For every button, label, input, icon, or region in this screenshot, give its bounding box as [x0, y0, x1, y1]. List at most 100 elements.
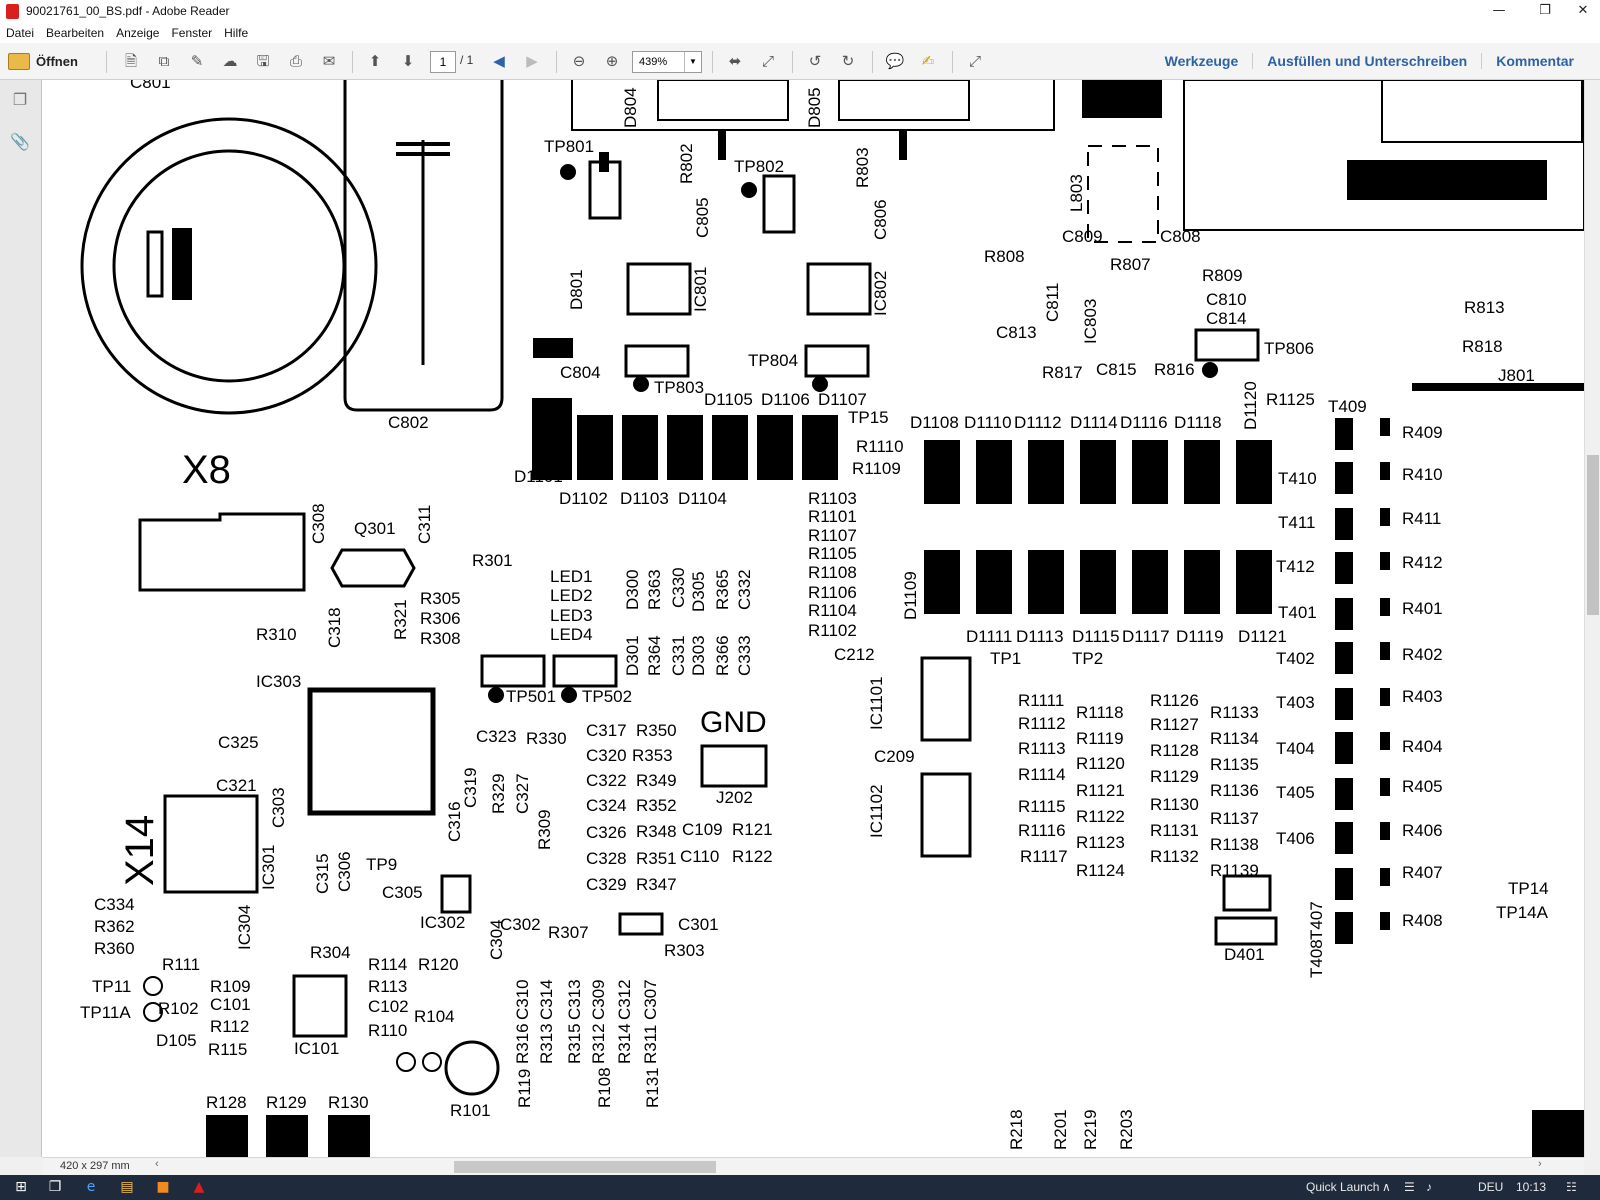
edit-icon[interactable]: ✎: [190, 52, 204, 70]
highlight-icon[interactable]: ✍: [921, 52, 935, 70]
zoom-value: 439%: [639, 56, 668, 68]
vertical-scrollbar[interactable]: [1584, 80, 1600, 1157]
schematic-label-vertical: C805: [693, 197, 712, 238]
attachment-icon[interactable]: 📎: [10, 132, 30, 151]
back-icon[interactable]: ◀: [493, 52, 505, 70]
prev-page-icon[interactable]: ⬆: [368, 52, 382, 70]
schematic-label: R1135: [1210, 755, 1259, 774]
quick-launch-label[interactable]: Quick Launch: [1306, 1180, 1380, 1194]
notifications-icon[interactable]: ☷: [1566, 1180, 1577, 1194]
fit-page-icon[interactable]: ⬌: [728, 52, 742, 70]
speaker-icon[interactable]: ♪: [1426, 1180, 1432, 1194]
restore-button[interactable]: ❐: [1539, 3, 1551, 18]
schematic-label-vertical: R315: [565, 1023, 584, 1064]
edge-browser-icon[interactable]: e: [86, 1179, 96, 1195]
schematic-label: C801: [130, 80, 171, 92]
fit-width-icon[interactable]: ⤢: [761, 52, 774, 70]
fill-sign-link[interactable]: Ausfüllen und Unterschreiben: [1252, 53, 1481, 69]
open-button[interactable]: Öffnen: [8, 49, 78, 73]
toolbar-separator: [556, 51, 557, 73]
schematic-label: TP14A: [1496, 903, 1548, 922]
save-icon[interactable]: 🖫: [256, 52, 270, 70]
schematic-label: R1129: [1150, 767, 1199, 786]
outlook-icon[interactable]: ■: [156, 1179, 170, 1195]
schematic-label: R1134: [1210, 729, 1259, 748]
comment-icon[interactable]: 💬: [885, 52, 905, 70]
create-pdf-icon[interactable]: 🗎: [124, 52, 138, 70]
zoom-select[interactable]: 439% ▼: [632, 51, 702, 73]
file-explorer-icon[interactable]: ▤: [120, 1179, 134, 1195]
page-size: 420 x 297 mm: [60, 1160, 130, 1172]
windows-start-icon[interactable]: ⊞: [15, 1179, 27, 1195]
toolbar-separator: [712, 51, 713, 73]
navigation-pane: ❐ 📎: [0, 80, 42, 1157]
page-number-input[interactable]: 1: [430, 51, 456, 73]
schematic-label: C110: [680, 847, 720, 866]
schematic-label-vertical: R203: [1117, 1109, 1136, 1150]
tray-chevron-icon[interactable]: ∧: [1382, 1180, 1391, 1194]
scroll-right-icon[interactable]: ›: [1538, 1158, 1542, 1170]
rotate-left-icon[interactable]: ↺: [808, 52, 822, 70]
task-view-icon[interactable]: ❐: [48, 1179, 62, 1195]
schematic-label: D1101: [514, 467, 563, 486]
scroll-left-icon[interactable]: ‹: [155, 1158, 159, 1170]
vertical-scroll-thumb[interactable]: [1587, 455, 1599, 615]
rotate-right-icon[interactable]: ↻: [841, 52, 855, 70]
tools-link[interactable]: Werkzeuge: [1164, 53, 1239, 69]
acrobat-taskbar-icon[interactable]: ▲: [193, 1179, 205, 1195]
schematic-label: Q301: [354, 519, 396, 538]
combine-files-icon[interactable]: ⧉: [158, 52, 170, 70]
schematic-label: C325: [218, 733, 259, 752]
schematic-label-vertical: C811: [1043, 282, 1062, 322]
schematic-label: C814: [1206, 309, 1247, 328]
schematic-label-vertical: C332: [735, 569, 754, 610]
taskbar: ⊞ ❐ e ▤ ■ ▲ Quick Launch ∧ ☰ ♪ DEU 10:13…: [0, 1175, 1600, 1200]
clock[interactable]: 10:13: [1516, 1180, 1547, 1194]
menu-datei[interactable]: Datei: [6, 26, 35, 40]
schematic-label: T412: [1276, 557, 1315, 576]
forward-icon[interactable]: ▶: [526, 52, 538, 70]
schematic-label: R349: [636, 771, 677, 790]
schematic-label: X8: [182, 448, 231, 492]
language-indicator[interactable]: DEU: [1478, 1180, 1504, 1194]
menu-anzeige[interactable]: Anzeige: [116, 26, 160, 40]
task-pane-links: Werkzeuge Ausfüllen und Unterschreiben K…: [1151, 53, 1588, 69]
schematic-label-vertical: IC803: [1081, 298, 1100, 344]
schematic-label: TP501: [506, 687, 557, 706]
upload-icon[interactable]: ☁: [222, 52, 238, 70]
schematic-label: R1132: [1150, 847, 1199, 866]
close-button[interactable]: ✕: [1577, 3, 1589, 18]
schematic-label: D1106: [761, 390, 810, 409]
schematic-label-vertical: R313: [537, 1023, 556, 1064]
schematic-label: D1121: [1238, 627, 1287, 646]
schematic-label: T404: [1276, 739, 1315, 758]
schematic-label: C808: [1160, 227, 1201, 246]
schematic-label: R122: [732, 847, 773, 866]
schematic-label: R301: [472, 551, 513, 570]
menu-bearbeiten[interactable]: Bearbeiten: [46, 26, 105, 40]
email-icon[interactable]: ✉: [322, 52, 336, 70]
print-icon[interactable]: ⎙: [289, 52, 302, 70]
next-page-icon[interactable]: ⬇: [401, 52, 415, 70]
schematic-label: R407: [1402, 863, 1443, 882]
schematic-label: IC302: [420, 913, 466, 932]
horizontal-scroll-thumb[interactable]: [454, 1161, 716, 1173]
zoom-in-icon[interactable]: ⊕: [605, 52, 619, 70]
schematic-label: R409: [1402, 423, 1443, 442]
schematic-label-vertical: C304: [487, 919, 506, 960]
zoom-out-icon[interactable]: ⊖: [572, 52, 586, 70]
schematic-label: R1101: [808, 507, 857, 526]
schematic-label-vertical: D305: [689, 571, 708, 612]
menu-fenster[interactable]: Fenster: [171, 26, 213, 40]
menu-hilfe[interactable]: Hilfe: [224, 26, 249, 40]
comment-link[interactable]: Kommentar: [1481, 53, 1588, 69]
network-icon[interactable]: ☰: [1404, 1180, 1415, 1194]
schematic-label-vertical: C309: [589, 979, 608, 1020]
schematic-label-vertical: C333: [735, 635, 754, 676]
fullscreen-icon[interactable]: ⤢: [968, 52, 981, 70]
schematic-label: R412: [1402, 553, 1443, 572]
pages-icon[interactable]: ❐: [12, 90, 28, 109]
minimize-button[interactable]: —: [1492, 3, 1506, 18]
schematic-label: R303: [664, 941, 705, 960]
